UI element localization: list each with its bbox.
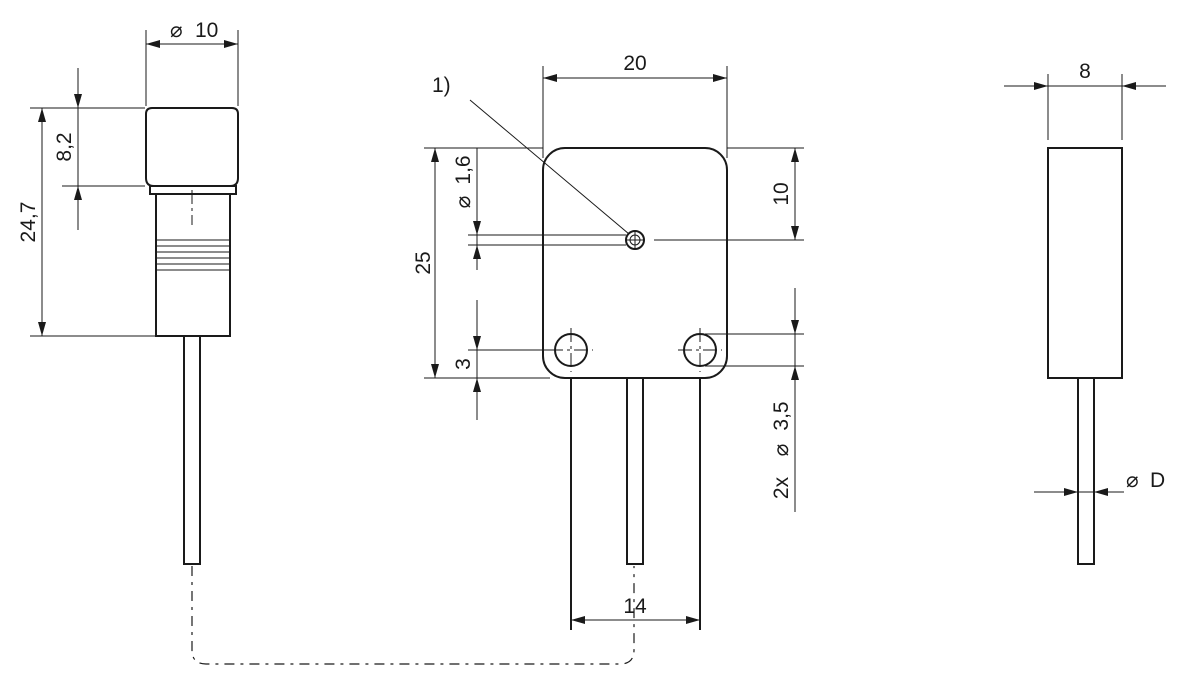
connector-body	[155, 193, 231, 337]
center-hole-offset-label: 10	[770, 182, 793, 205]
sensor-front-view: 1) 20 10 25 ⌀ 1,6 3	[412, 52, 804, 630]
cable-diameter-symbol: ⌀	[1126, 469, 1139, 492]
sensor-width-label: 20	[623, 52, 646, 75]
connector-view: ⌀ 10 8,2 24,7	[17, 19, 239, 565]
note-marker: 1)	[432, 74, 451, 97]
sensor-side-cable	[1077, 377, 1095, 565]
connector-neck	[149, 185, 237, 195]
mount-hole-left	[549, 328, 593, 372]
mount-hole-right	[678, 328, 722, 372]
center-hole	[625, 230, 645, 250]
connector-diameter-symbol: ⌀	[170, 19, 183, 42]
center-hole-diameter-symbol: ⌀	[452, 196, 475, 209]
connector-cable	[183, 335, 201, 565]
connector-grooves	[156, 239, 230, 271]
note-leader	[469, 99, 630, 235]
cable-break-line	[191, 566, 635, 665]
sensor-height-label: 25	[412, 251, 435, 274]
center-hole-diameter-label: 1,6	[452, 155, 475, 184]
connector-head	[145, 107, 239, 187]
mount-hole-diameter-label: 3,5	[770, 401, 793, 430]
mount-hole-diameter-symbol: ⌀	[770, 444, 793, 457]
sensor-depth-label: 8	[1079, 60, 1091, 83]
connector-head-height-label: 8,2	[53, 132, 76, 161]
sensor-cable	[626, 377, 644, 565]
cable-diameter-label: D	[1150, 469, 1165, 492]
sensor-side-view: 8 ⌀ D	[1004, 60, 1166, 565]
mount-hole-count-label: 2x	[770, 476, 793, 499]
sensor-body	[542, 147, 728, 379]
connector-diameter-label: 10	[195, 19, 218, 42]
mount-hole-offset-label: 3	[452, 358, 475, 370]
sensor-side-body	[1047, 147, 1123, 379]
connector-total-length-label: 24,7	[17, 202, 40, 243]
cable-spacing-label: 14	[623, 595, 647, 618]
